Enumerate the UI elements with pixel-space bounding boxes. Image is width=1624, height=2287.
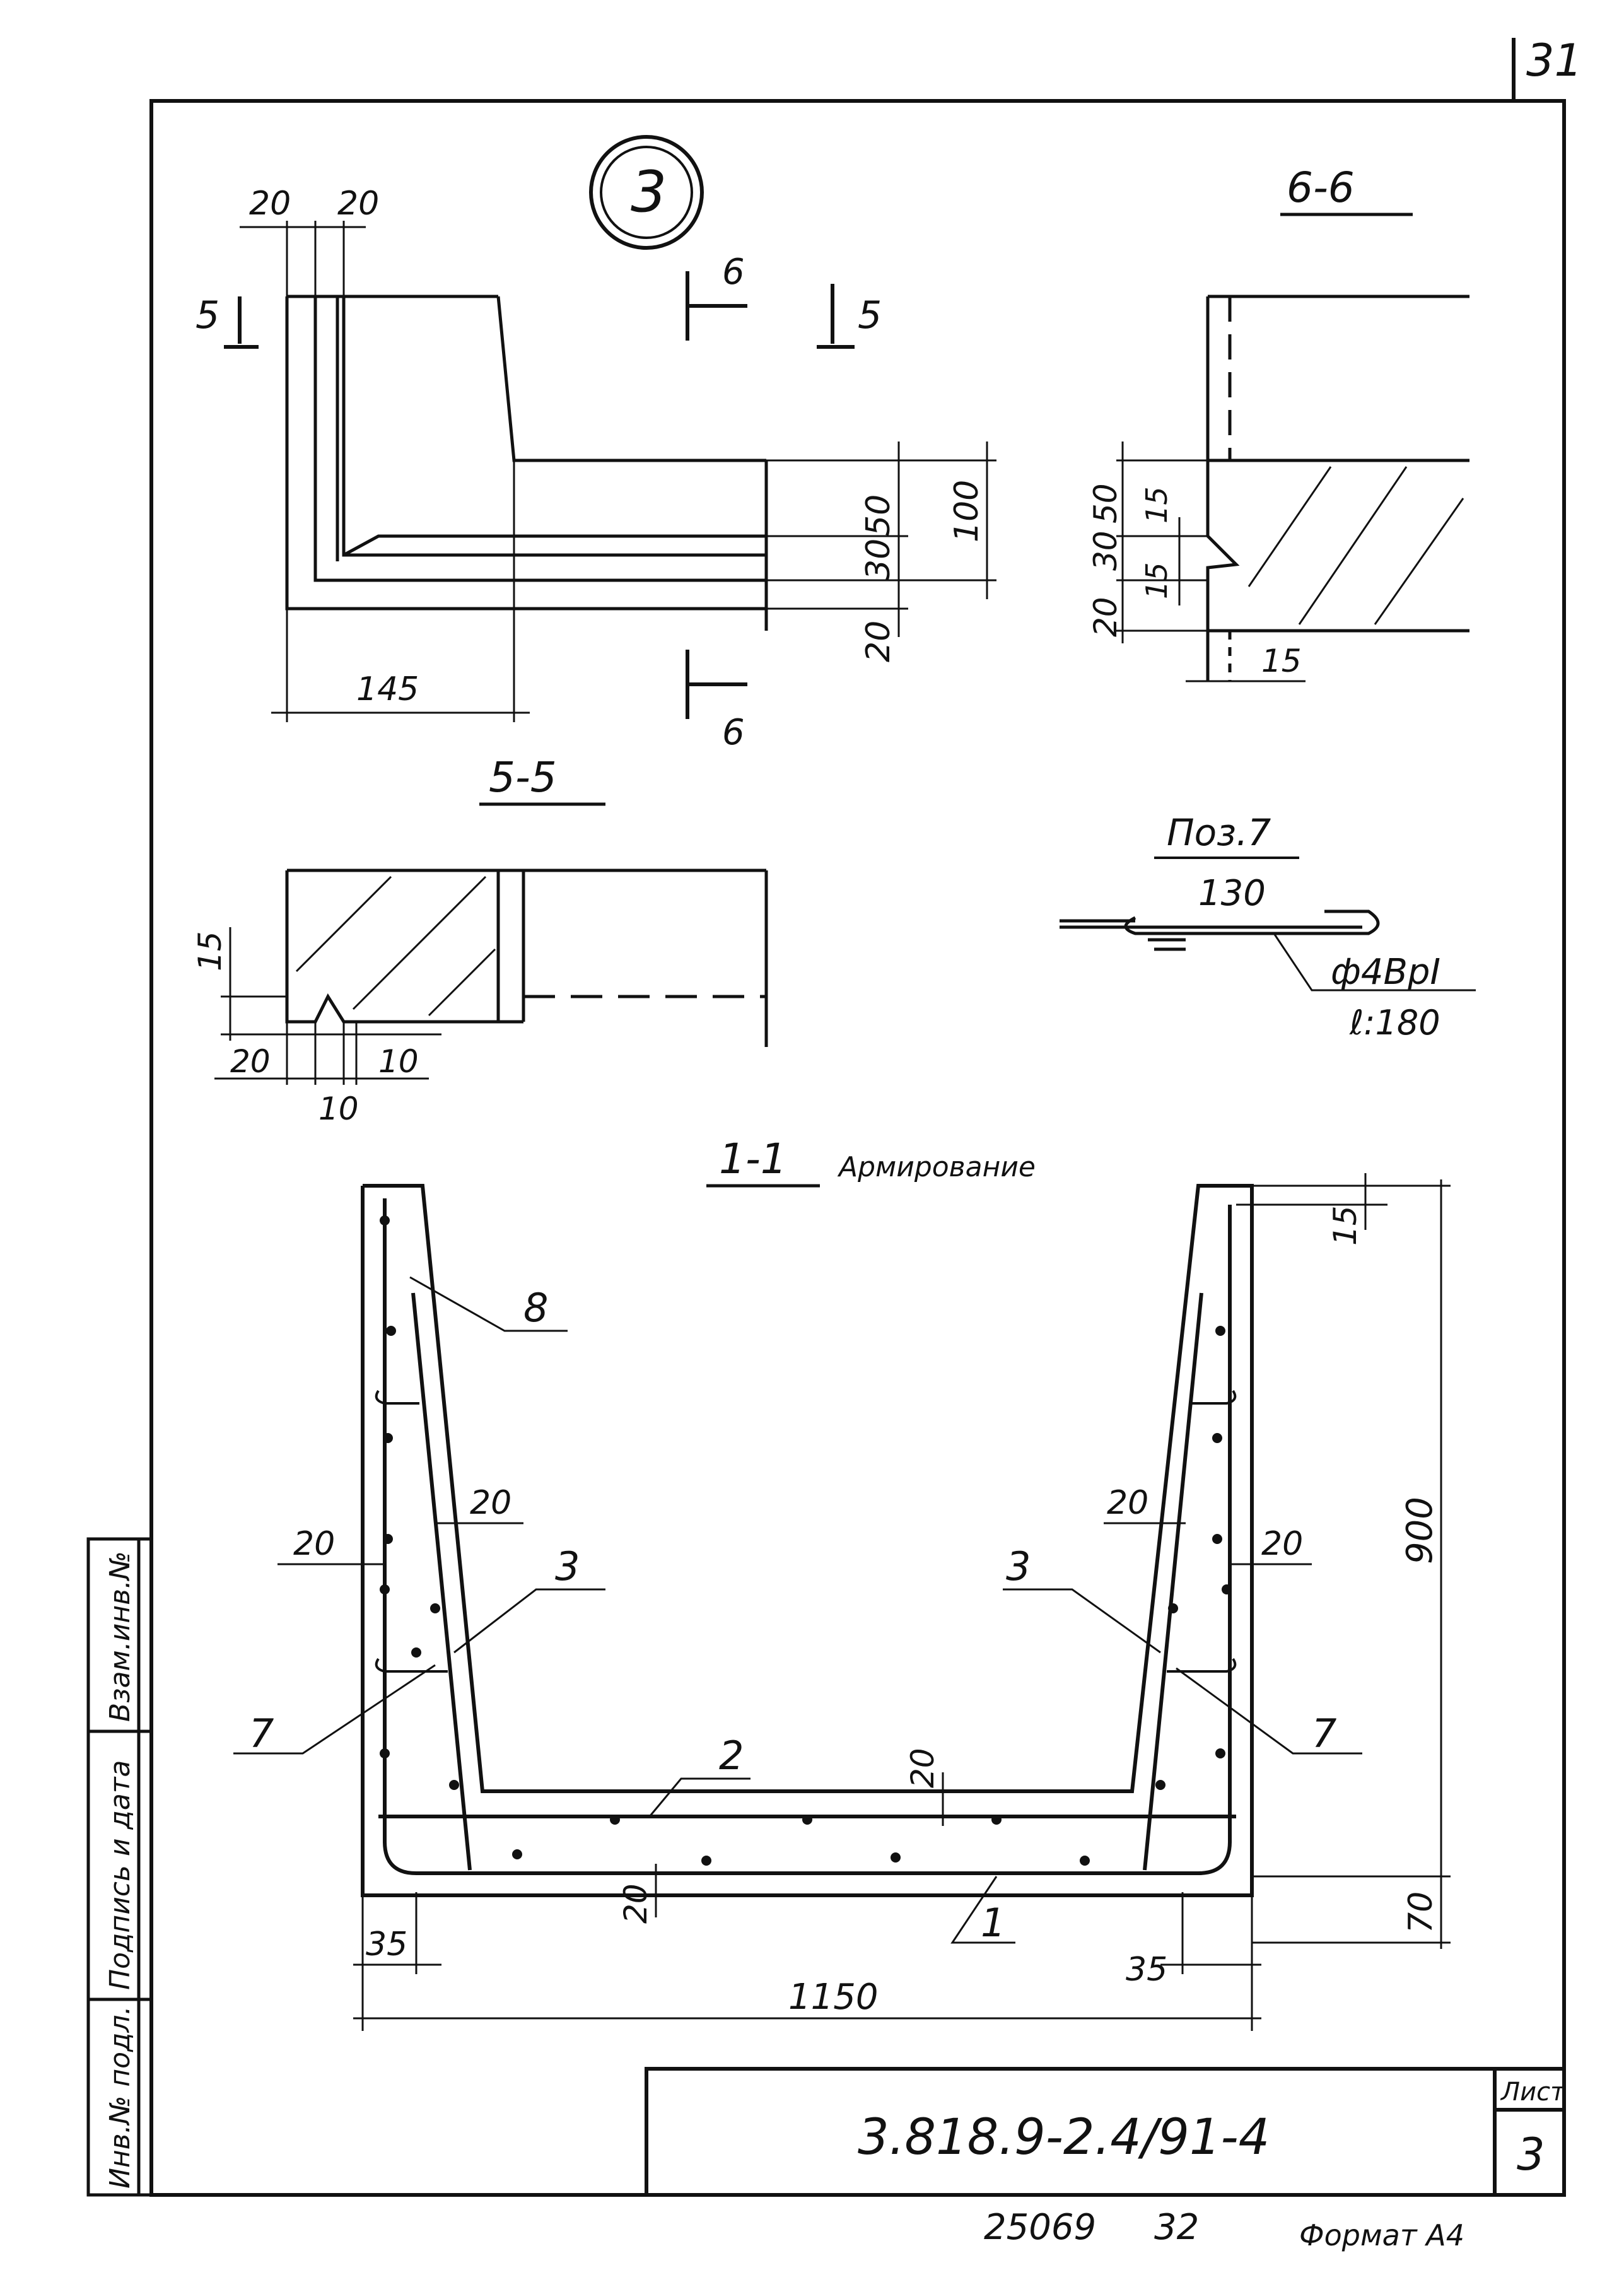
pos-1-label: 1 bbox=[981, 1900, 1005, 1946]
dim-70: 70 bbox=[1402, 1892, 1440, 1933]
section-5-5: 5-5 15 20 10 10 bbox=[192, 753, 768, 1127]
pos7-length: 130 bbox=[1198, 873, 1266, 914]
side-stamp bbox=[86, 1537, 153, 2197]
s66-dim-30: 30 bbox=[1087, 530, 1124, 571]
dim-20-inner-right: 20 bbox=[1107, 1484, 1148, 1522]
node-outline bbox=[285, 295, 768, 631]
sheet-label: Лист bbox=[1500, 2078, 1566, 2107]
copy-number: 32 bbox=[1154, 2207, 1199, 2248]
dim-20-wall-right: 20 bbox=[1261, 1525, 1303, 1563]
rebar-dots bbox=[380, 1215, 1232, 1866]
position-leaders bbox=[233, 1276, 1362, 1944]
section-6-6-title: 6-6 bbox=[1287, 163, 1355, 212]
node-dim-20b: 20 bbox=[337, 185, 379, 223]
pos7-title: Поз.7 bbox=[1167, 811, 1271, 854]
section-5-5-hatch bbox=[295, 875, 496, 1017]
s66-dim-15b: 15 bbox=[1140, 562, 1174, 599]
section-1-1-dims bbox=[277, 1173, 1451, 2031]
dim-20-inner-left: 20 bbox=[470, 1484, 511, 1522]
section-1-1-title: 1-1 bbox=[719, 1135, 787, 1183]
node-dim-lines bbox=[240, 221, 996, 722]
cut-markers bbox=[224, 271, 855, 719]
stamp-field-replacement: Взам.инв.№ bbox=[104, 1551, 136, 1722]
pos-7-left-label: 7 bbox=[249, 1711, 274, 1757]
s55-dim-15: 15 bbox=[192, 931, 228, 971]
section-5-5-title: 5-5 bbox=[489, 753, 557, 802]
section-5-5-outline bbox=[285, 869, 768, 1047]
sheet-designation: 3.818.9-2.4/91-4 bbox=[858, 2109, 1270, 2166]
node-marker-inner bbox=[600, 146, 693, 239]
section-1-1: 1-1 Армирование bbox=[233, 1135, 1451, 2031]
pos-3-left-label: 3 bbox=[555, 1543, 580, 1589]
cut-6-top-label: 6 bbox=[722, 252, 745, 293]
cut-6-bottom-label: 6 bbox=[722, 712, 745, 753]
s55-dim-20: 20 bbox=[230, 1043, 271, 1080]
node-dim-50: 50 bbox=[860, 494, 897, 536]
pos7-bar bbox=[1060, 910, 1380, 951]
cut-5-right-label: 5 bbox=[858, 293, 882, 337]
dim-35-left: 35 bbox=[366, 1926, 407, 1963]
s66-dim-20: 20 bbox=[1087, 597, 1124, 637]
dim-1150: 1150 bbox=[788, 1977, 879, 2018]
pos-3-right-label: 3 bbox=[1006, 1543, 1031, 1589]
pos-8-label: 8 bbox=[523, 1285, 548, 1331]
section-6-6: 6-6 50 15 30 15 20 bbox=[1087, 163, 1469, 682]
dim-20-wall-left: 20 bbox=[293, 1525, 335, 1563]
section-6-6-hatch bbox=[1247, 466, 1464, 625]
node-dim-30: 30 bbox=[860, 539, 897, 580]
pos7-detail: Поз.7 130 ф4ВрI ℓ:180 bbox=[1060, 811, 1476, 1043]
cut-5-left-label: 5 bbox=[196, 293, 219, 337]
title-block bbox=[645, 2067, 1566, 2197]
dim-35-right: 35 bbox=[1126, 1951, 1167, 1989]
dim-15: 15 bbox=[1327, 1205, 1364, 1246]
dim-20-bottom-slab: 20 bbox=[617, 1883, 654, 1924]
node-marker-outer bbox=[589, 135, 704, 250]
dim-20-top-slab: 20 bbox=[904, 1748, 941, 1788]
s66-dim-50: 50 bbox=[1087, 483, 1124, 523]
s55-dim-10a: 10 bbox=[378, 1043, 419, 1080]
page-number: 31 bbox=[1526, 35, 1582, 86]
s66-dim-15c: 15 bbox=[1261, 643, 1302, 679]
pos7-total: ℓ:180 bbox=[1349, 1003, 1440, 1043]
pos7-rebar: ф4ВрI bbox=[1331, 952, 1440, 993]
section-6-6-dims bbox=[1116, 442, 1306, 682]
pos7-leader bbox=[1273, 933, 1476, 991]
stamp-field-signature: Подпись и дата bbox=[104, 1760, 136, 1990]
section-6-6-outline bbox=[1206, 295, 1469, 681]
sheet-number: 3 bbox=[1517, 2129, 1545, 2180]
channel-outline bbox=[361, 1184, 1254, 1897]
s55-dim-10b: 10 bbox=[318, 1091, 359, 1127]
node-marker-number: 3 bbox=[631, 159, 667, 225]
pos-7-right-label: 7 bbox=[1312, 1711, 1336, 1757]
pos-2-label: 2 bbox=[719, 1733, 744, 1779]
inventory-number: 25069 bbox=[984, 2207, 1096, 2248]
clip-hooks bbox=[375, 1389, 1237, 1673]
section-5-5-dims bbox=[214, 927, 441, 1085]
node-dim-100: 100 bbox=[948, 480, 986, 542]
node-dim-20a: 20 bbox=[249, 185, 291, 223]
reinforcement-bars bbox=[378, 1198, 1236, 1875]
node-3-detail: 3 20 20 145 bbox=[196, 135, 996, 753]
stamp-field-inventory: Инв.№ подл. bbox=[104, 2006, 136, 2189]
node-dim-145: 145 bbox=[356, 670, 419, 708]
dim-900: 900 bbox=[1399, 1497, 1440, 1564]
s66-dim-15a: 15 bbox=[1140, 486, 1174, 523]
section-1-1-subtitle: Армирование bbox=[837, 1151, 1036, 1183]
format-label: Формат А4 bbox=[1299, 2218, 1464, 2252]
node-dim-20: 20 bbox=[860, 621, 897, 662]
